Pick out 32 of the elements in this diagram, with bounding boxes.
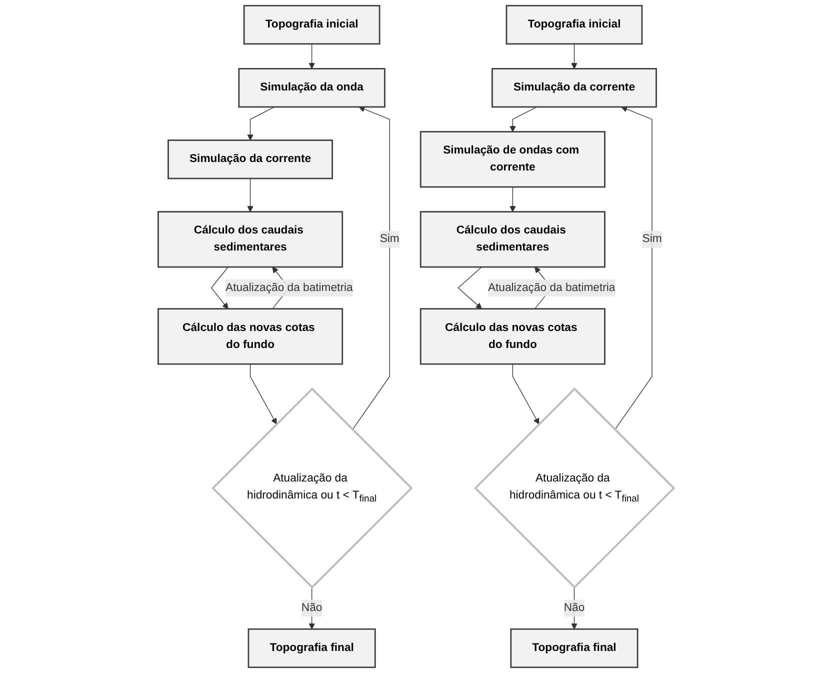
edge-label: Não — [301, 602, 322, 614]
node-box: Topografia final — [248, 628, 376, 668]
arrow — [352, 106, 390, 430]
arrow — [247, 178, 254, 212]
node-box: Cálculo das novas cotas do fundo — [157, 308, 344, 365]
edge-label: Sim — [642, 233, 662, 246]
node-box: Simulação da onda — [238, 68, 386, 108]
edge-label: Atualização da batimetria — [488, 282, 616, 294]
edge-label: Não — [564, 602, 585, 614]
node-box: Topografia inicial — [506, 4, 643, 45]
arrow — [250, 364, 277, 424]
arrow — [458, 266, 482, 310]
arrow — [614, 106, 652, 430]
arrow — [210, 266, 228, 310]
arrow — [247, 106, 275, 141]
arrow — [308, 44, 315, 69]
node-box: Cálculo dos caudais sedimentares — [420, 211, 606, 268]
node-box: Simulação da corrente — [492, 68, 657, 108]
node-diamond: Atualização da hidrodinâmica ou t < T$_{final}$ — [474, 387, 676, 589]
node-box: Topografia final — [510, 628, 638, 668]
edge-label: Atualização da batimetria — [226, 282, 353, 294]
arrow — [571, 44, 578, 69]
node-box: Topografia inicial — [243, 4, 380, 45]
arrow — [510, 186, 516, 212]
node-box: Simulação da corrente — [168, 140, 333, 180]
node-box: Cálculo dos caudais sedimentares — [157, 211, 344, 268]
node-box: Simulação de ondas com corrente — [420, 131, 606, 188]
node-box: Cálculo das novas cotas do fundo — [420, 308, 606, 365]
arrow — [510, 106, 538, 132]
arrow — [512, 364, 540, 424]
node-diamond: Atualização da hidrodinâmica ou t < T$_{final}$ — [211, 387, 413, 589]
edge-label: Sim — [380, 233, 400, 246]
